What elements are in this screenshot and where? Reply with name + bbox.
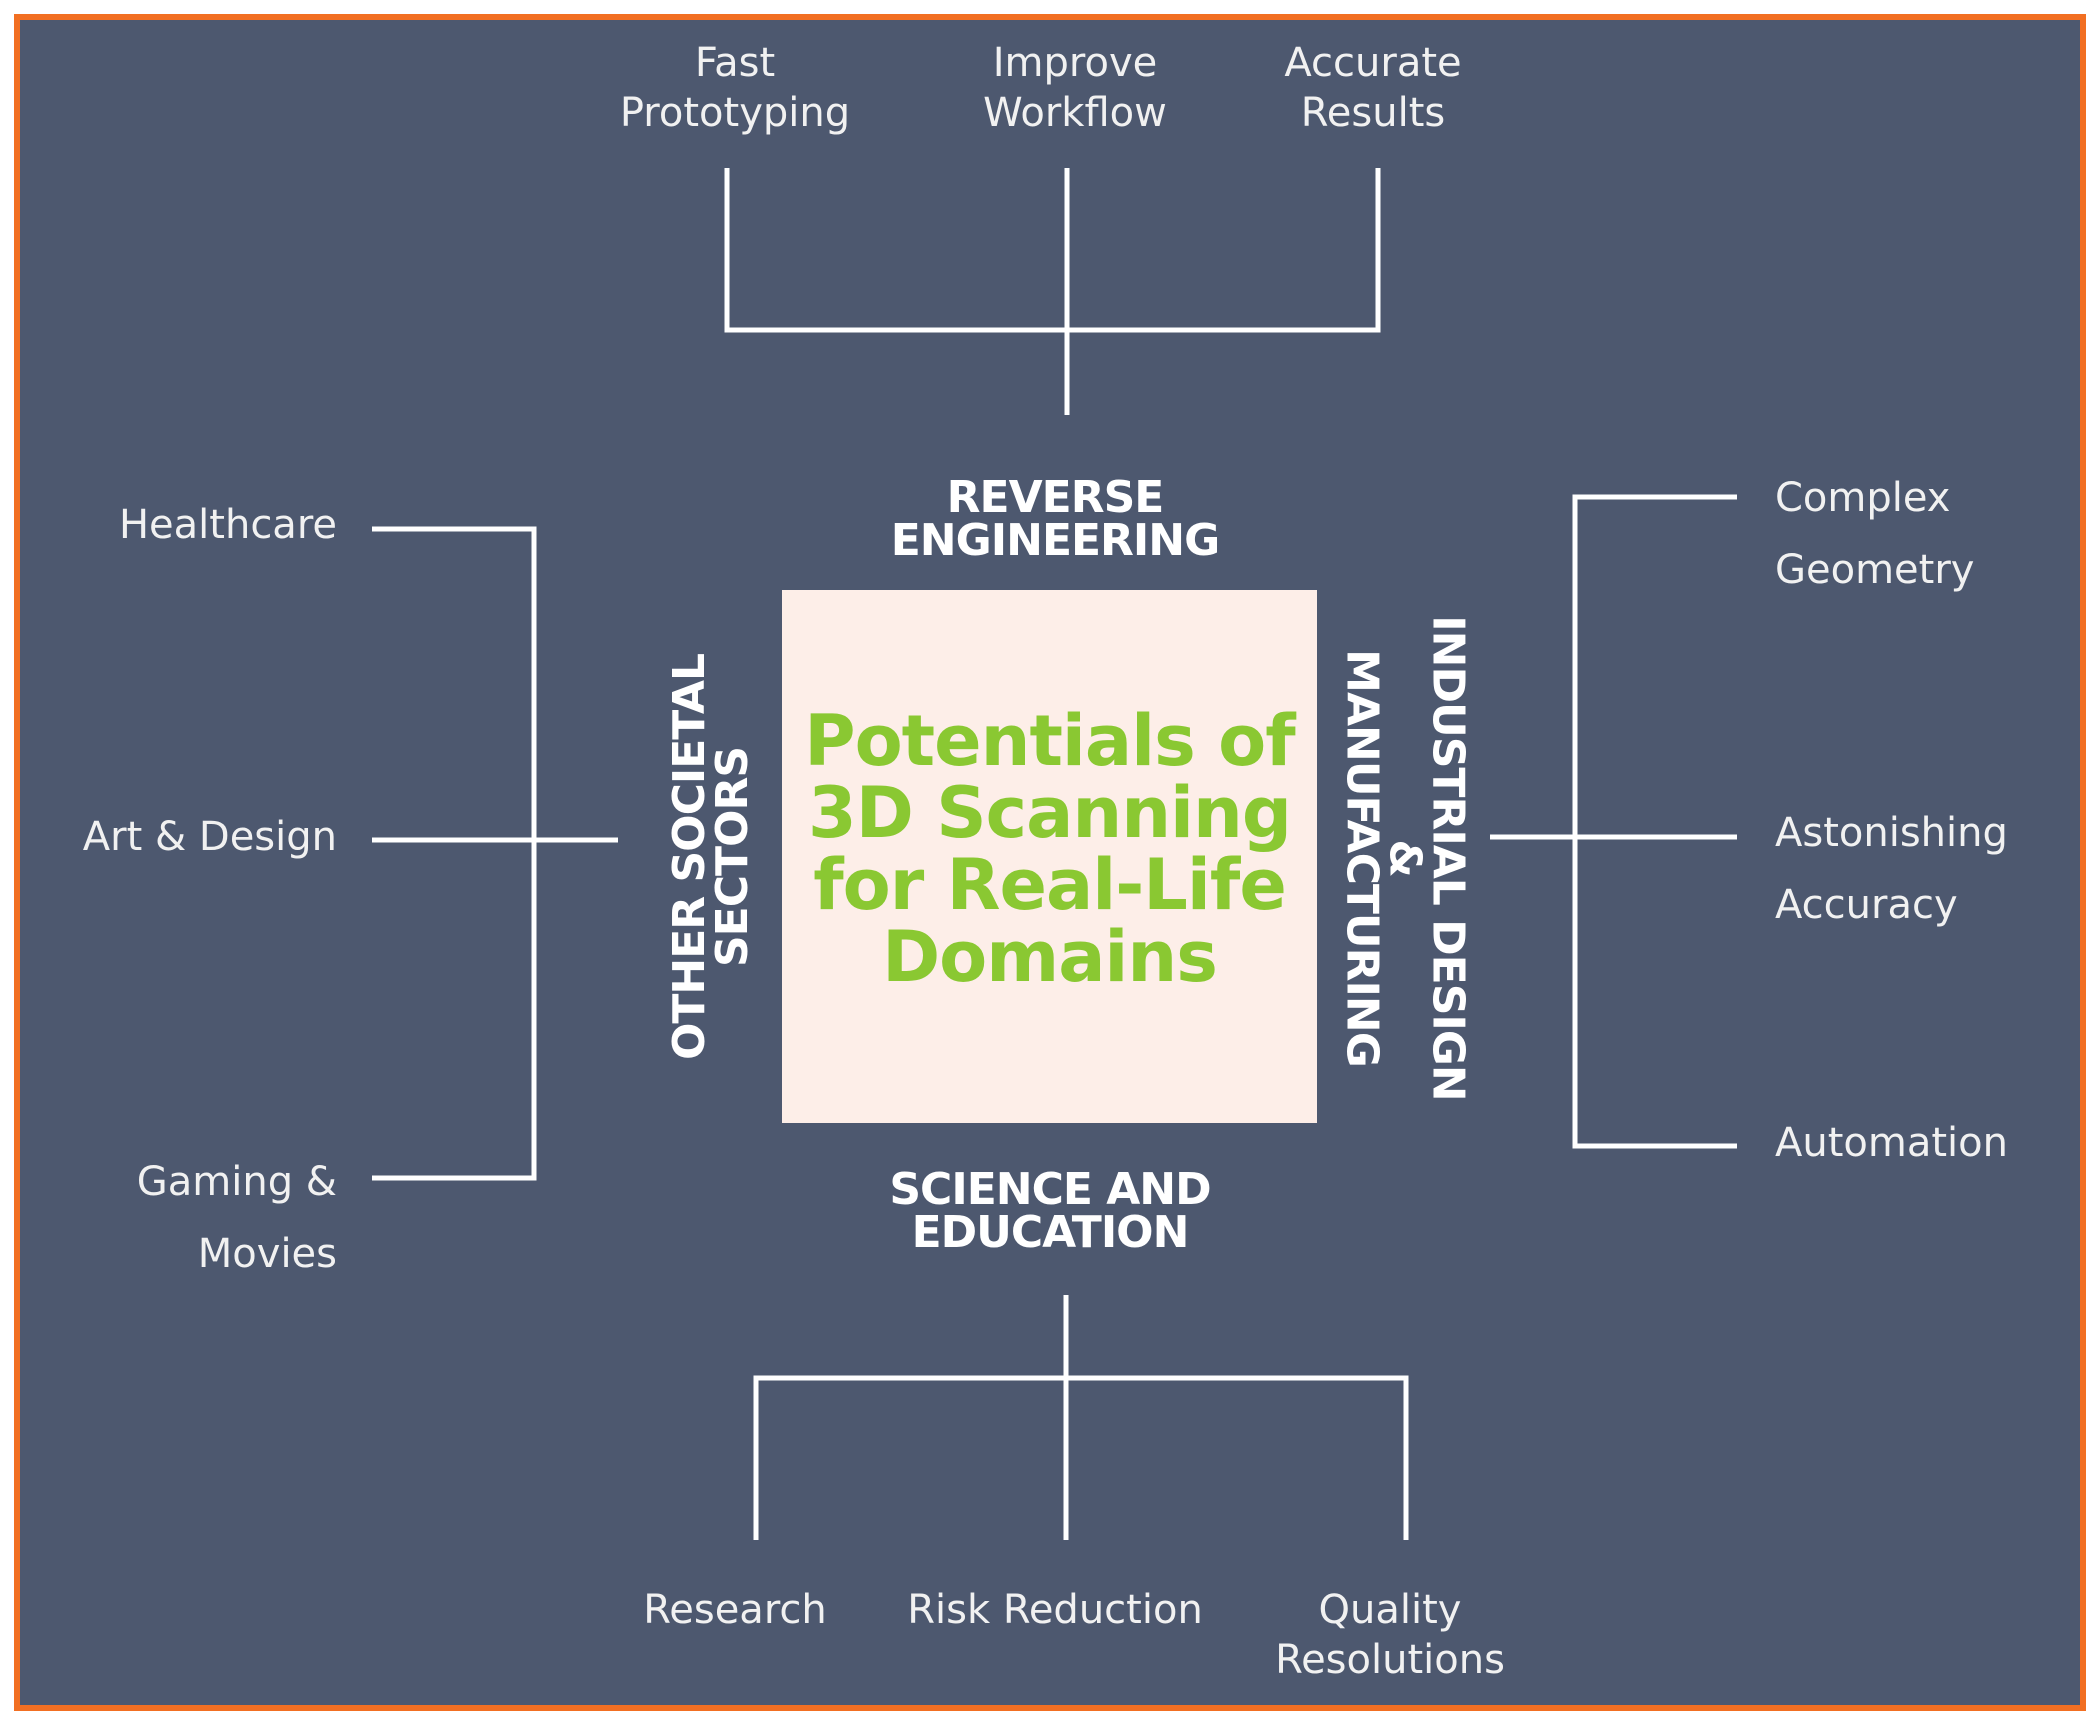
bottom-bracket-line [753, 1375, 1409, 1540]
bottom-item-risk-reduction: Risk Reduction [907, 1587, 1203, 1633]
domain-reverse-engineering: REVERSE ENGINEERING [890, 472, 1221, 566]
top-item-accurate-results: Accurate Results [1284, 40, 1462, 136]
center-box [782, 590, 1317, 1123]
right-item-automation: Automation [1775, 1120, 2008, 1166]
left-bracket-line [372, 526, 537, 1181]
bottom-item-research: Research [643, 1587, 827, 1633]
domain-science-education: SCIENCE AND EDUCATION [889, 1164, 1211, 1258]
right-item-astonishing-accuracy: Astonishing Accuracy [1775, 810, 2008, 928]
domain-industrial-design-manufacturing: INDUSTRIAL DESIGN & MANUFACTURING [1336, 615, 1474, 1101]
top-item-improve-workflow: Improve Workflow [983, 40, 1167, 136]
top-bracket-line [724, 168, 1381, 333]
right-bracket-line [1572, 494, 1737, 1149]
left-item-art-design: Art & Design [82, 814, 337, 860]
right-item-complex-geometry: Complex Geometry [1775, 475, 1975, 593]
left-item-gaming-movies: Gaming & Movies [136, 1159, 337, 1277]
center-title: Potentials of 3D Scanning for Real-Life … [804, 700, 1295, 998]
bottom-item-quality-resolutions: Quality Resolutions [1275, 1587, 1505, 1683]
domain-other-societal-sectors: OTHER SOCIETAL SECTORS [664, 654, 758, 1060]
top-item-fast-prototyping: Fast Prototyping [619, 40, 851, 136]
left-item-healthcare: Healthcare [118, 502, 337, 548]
